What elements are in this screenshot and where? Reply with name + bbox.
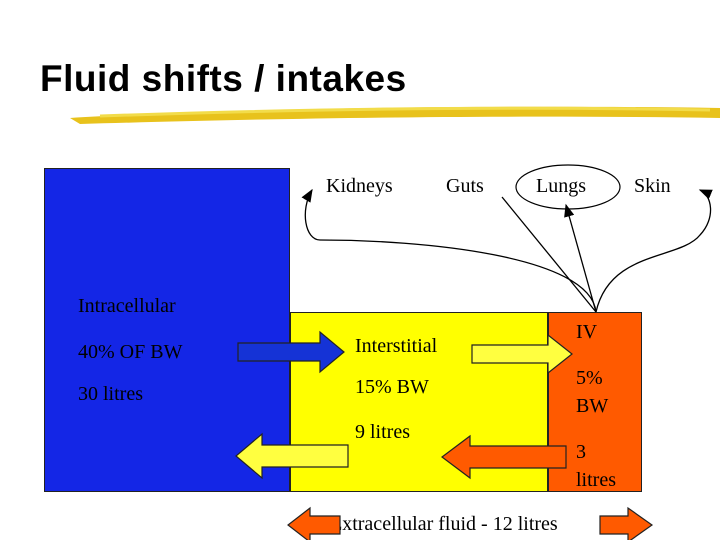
footer-right-arrow [599, 506, 654, 540]
blue-right-arrow [237, 330, 345, 374]
interstitial-percent: 15% BW [355, 376, 429, 398]
iv-volume-line2: litres [576, 469, 616, 491]
title-underline-brushstroke [70, 106, 720, 124]
iv-label: IV [576, 321, 598, 343]
route-lungs: Lungs [536, 175, 586, 197]
shift-arrows [235, 330, 654, 540]
orange-left-arrow [441, 434, 567, 480]
guts-line [501, 196, 597, 313]
intracellular-compartment [44, 168, 290, 492]
skin-curve-arrow [595, 189, 713, 313]
footer-left-arrow [287, 506, 341, 540]
yellow-left-arrow [235, 432, 349, 480]
route-kidneys: Kidneys [326, 175, 393, 197]
lungs-line [564, 203, 597, 313]
intracellular-label: Intracellular [78, 295, 176, 317]
iv-percent-line1: 5% [576, 367, 603, 389]
slide-title: Fluid shifts / intakes [40, 58, 407, 99]
interstitial-volume: 9 litres [355, 421, 410, 443]
lungs-ellipse [515, 164, 621, 210]
route-guts: Guts [446, 175, 484, 197]
intracellular-volume: 30 litres [78, 383, 143, 405]
iv-percent-line2: BW [576, 395, 609, 417]
intracellular-percent: 40% OF BW [78, 341, 183, 363]
extracellular-label: Extracellular fluid - 12 litres [330, 513, 558, 535]
yellow-right-arrow [471, 333, 573, 375]
interstitial-label: Interstitial [355, 335, 438, 357]
route-skin: Skin [634, 175, 671, 197]
iv-volume-line1: 3 [576, 441, 586, 463]
route-curves [301, 188, 713, 313]
